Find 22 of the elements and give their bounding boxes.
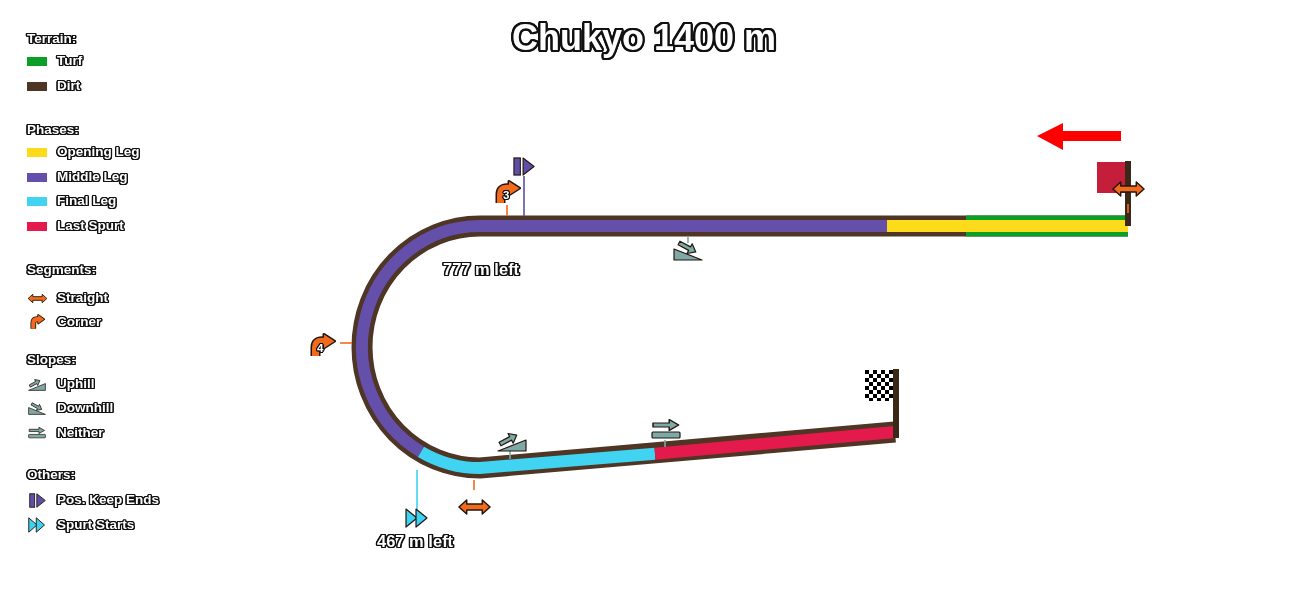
legend-label: Middle Leg — [57, 170, 128, 184]
legend-label: Uphill — [57, 377, 95, 391]
legend-label: Spurt Starts — [57, 518, 135, 532]
corner-number: 4 — [317, 343, 324, 355]
legend-label: Corner — [57, 315, 102, 329]
legend-label: Last Spurt — [57, 219, 124, 233]
legend-label: Opening Leg — [57, 145, 140, 159]
legend-label: Pos. Keep Ends — [57, 493, 160, 507]
legend-label: Neither — [57, 426, 104, 440]
distance-label: 467 m left — [377, 532, 454, 550]
legend-label: Straight — [57, 291, 108, 305]
legend-label: Turf — [57, 54, 83, 68]
legend-heading: Phases: — [27, 123, 79, 137]
legend-heading: Slopes: — [27, 353, 76, 367]
legend-heading: Segments: — [27, 263, 97, 277]
legend-label: Downhill — [57, 401, 114, 415]
distance-label: 777 m left — [443, 260, 520, 278]
corner-number: 3 — [503, 190, 510, 202]
legend-label: Dirt — [57, 79, 81, 93]
legend-heading: Others: — [27, 468, 75, 482]
legend-heading: Terrain: — [27, 32, 77, 46]
legend-label: Final Leg — [57, 194, 117, 208]
